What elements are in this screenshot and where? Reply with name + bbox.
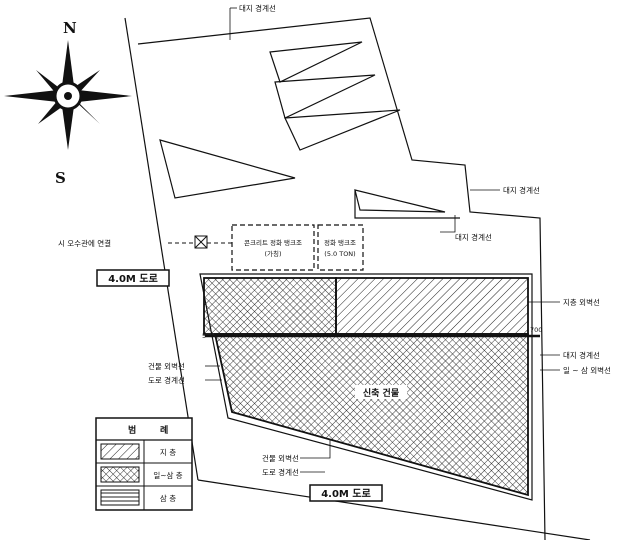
septic-tank-1-sublabel: (가칭) (264, 249, 281, 258)
callout-boundary-right: 대지 경계선 (503, 185, 540, 195)
road-label-bottom: 4.0M 도로 (309, 484, 383, 502)
legend-swatch-third (100, 489, 140, 506)
north-arrow-icon: N S (4, 19, 132, 187)
legend-title-a: 범 (128, 424, 136, 436)
callout-boundary-east: 대지 경계선 (563, 350, 600, 360)
compass-south-label: S (55, 169, 66, 187)
callout-road-boundary-w: 도로 경계선 (148, 375, 185, 385)
legend: 범 례 지 층 일~삼 층 삼 층 (95, 417, 193, 511)
sewer-label: 시 오수관에 연결 (58, 238, 111, 248)
building-name-label: 신축 건물 (363, 387, 399, 399)
legend-title-b: 례 (160, 424, 168, 436)
septic-tank-2-sublabel: (5.0 TON) (324, 250, 355, 258)
svg-text:4.0M 도로: 4.0M 도로 (108, 273, 158, 285)
callout-road-boundary-s: 도로 경계선 (262, 467, 299, 477)
septic-tank-2: 정화 탱크조 (5.0 TON) (317, 224, 364, 271)
marker-w: 5 (202, 332, 206, 340)
septic-tank-2-label: 정화 탱크조 (324, 238, 356, 247)
callout-bldg-outline-w: 건물 외벽선 (148, 361, 185, 371)
marker-e: 700 (530, 326, 542, 334)
callout-bldg-outline-s: 건물 외벽선 (262, 453, 299, 463)
svg-text:4.0M 도로: 4.0M 도로 (321, 488, 371, 500)
septic-tank-1-label: 콘크리트 정화 탱크조 (244, 238, 302, 247)
legend-swatch-basement (100, 443, 140, 460)
legend-item-third: 삼 층 (160, 493, 176, 503)
legend-item-floors: 일~삼 층 (153, 470, 182, 480)
legend-item-basement: 지 층 (160, 448, 176, 457)
sewer-connection: 시 오수관에 연결 (58, 235, 232, 249)
callout-floors-east: 일 ~ 삼 외벽선 (563, 365, 611, 375)
existing-structures (159, 41, 446, 213)
compass-north-label: N (63, 19, 77, 37)
callouts (205, 7, 560, 473)
callout-boundary-mid: 대지 경계선 (455, 232, 492, 242)
road-label-top: 4.0M 도로 (96, 269, 170, 287)
septic-tank-1: 콘크리트 정화 탱크조 (가칭) (231, 224, 315, 271)
lot-boundary (124, 17, 591, 540)
callout-boundary-top: 대지 경계선 (239, 3, 276, 13)
building-footprint: 신축 건물 5 700 (199, 273, 542, 501)
callout-basement-outline: 지층 외벽선 (563, 297, 600, 307)
legend-swatch-floors (100, 466, 140, 483)
